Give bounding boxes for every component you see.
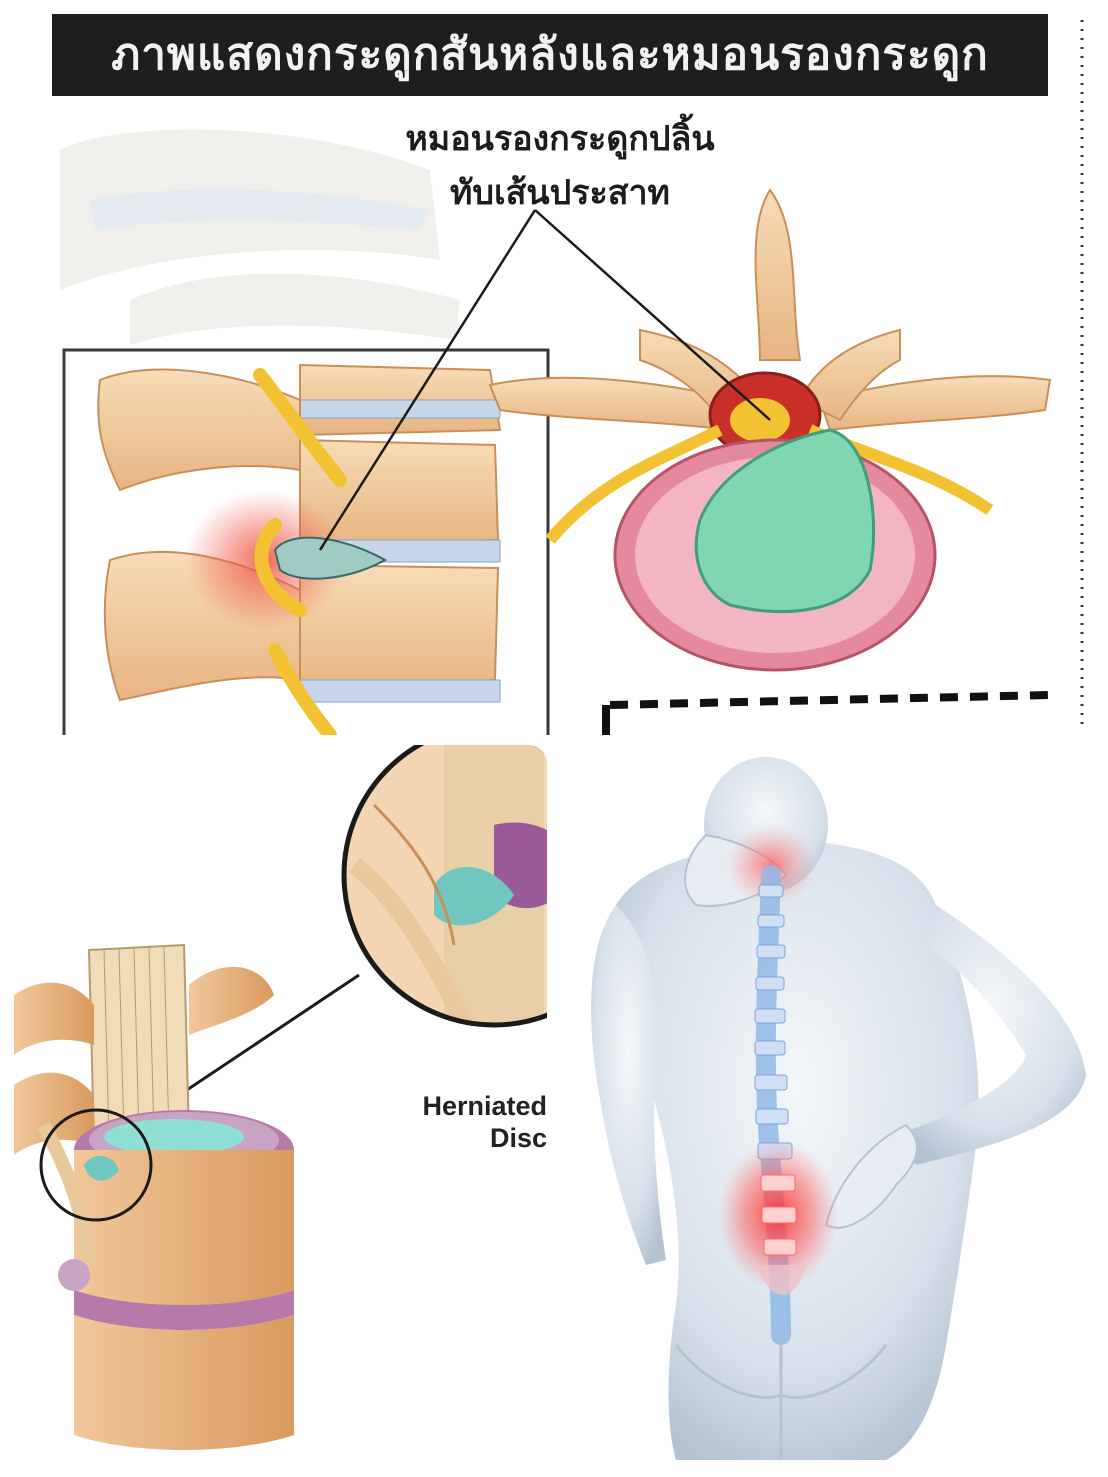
herniated-disc-panel: Herniated Disc — [14, 745, 547, 1460]
spine-segment-icon — [14, 943, 294, 1450]
side-view-frame — [62, 348, 550, 735]
label-line-2: Disc — [489, 1123, 547, 1153]
back-pain-panel — [556, 745, 1108, 1460]
dashed-line — [609, 691, 1051, 709]
vertebra-cross-section-icon — [488, 188, 1052, 672]
callout-line-1: หมอนรองกระดูกปลิ้น — [405, 119, 715, 159]
label-line-1: Herniated — [422, 1091, 547, 1121]
diagram-title-banner: ภาพแสดงกระดูกสันหลังและหมอนรองกระดูก — [52, 14, 1048, 96]
herniated-disc-label: Herniated Disc — [414, 1090, 547, 1154]
callout-pointer-line — [318, 209, 537, 551]
herniated-disc-magnifier-icon — [341, 745, 547, 1028]
faded-upper-vertebrae — [60, 129, 460, 345]
spine-diagram-illustration — [60, 20, 1084, 735]
herniated-disc-illustration — [14, 745, 547, 1450]
herniated-disc-callout: หมอนรองกระดูกปลิ้น ทับเส้นประสาท — [300, 112, 820, 220]
top-diagram-panel: ภาพแสดงกระดูกสันหลังและหมอนรองกระดูก หมอ… — [0, 0, 1108, 735]
callout-line-2: ทับเส้นประสาท — [450, 173, 670, 213]
spine-side-view-icon — [97, 363, 502, 735]
back-pain-figure-icon — [591, 757, 1086, 1460]
callout-pointer-line-2 — [534, 209, 771, 421]
glowing-spine-icon — [718, 865, 838, 1345]
